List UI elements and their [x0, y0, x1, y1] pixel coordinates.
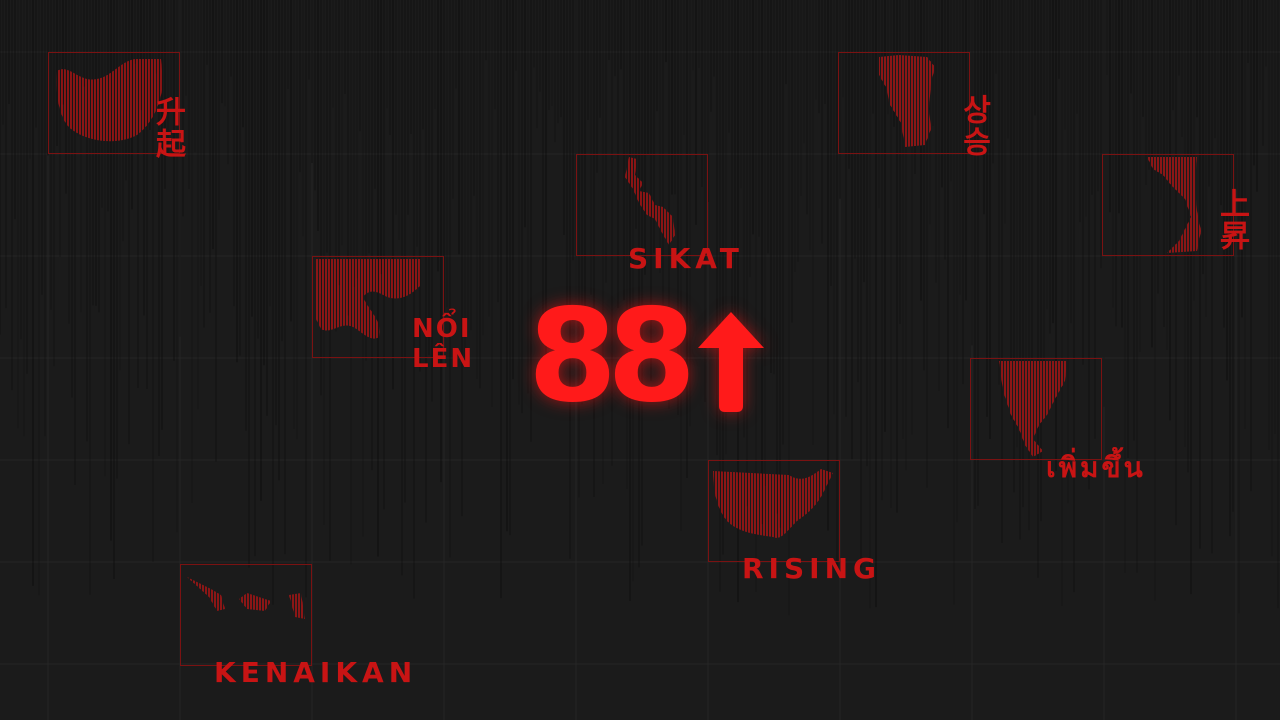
tile-korean: [838, 52, 970, 154]
label-chinese: 升起: [150, 96, 185, 160]
malaysia-map-icon: [187, 577, 305, 619]
tile-english: [708, 460, 840, 562]
arrow-up-icon: [698, 312, 765, 412]
label-english: RISING: [742, 552, 881, 585]
tile-malay: [180, 564, 312, 666]
label-japanese: 上昇: [1214, 188, 1249, 252]
label-malay: KENAIKAN: [214, 656, 418, 689]
philippines-map-icon: [625, 157, 675, 245]
headline: 88: [528, 292, 766, 422]
china-map-icon: [56, 59, 162, 142]
vietnam-map-icon: [316, 259, 420, 339]
label-filipino: SIKAT: [628, 242, 744, 275]
label-korean: 상승: [956, 94, 991, 158]
label-thai: เพิ่มขึ้น: [1046, 451, 1146, 484]
label-vietnamese: NỔI LÊN: [412, 314, 475, 374]
tile-chinese: [48, 52, 180, 154]
korea-map-icon: [879, 55, 934, 147]
headline-number: 88: [528, 282, 696, 431]
tile-filipino: [576, 154, 708, 256]
usa-map-icon: [713, 469, 833, 538]
tile-vietnamese: [312, 256, 444, 358]
japan-map-icon: [1148, 157, 1201, 253]
tile-japanese: [1102, 154, 1234, 256]
thailand-map-icon: [999, 361, 1066, 457]
tile-thai: [970, 358, 1102, 460]
